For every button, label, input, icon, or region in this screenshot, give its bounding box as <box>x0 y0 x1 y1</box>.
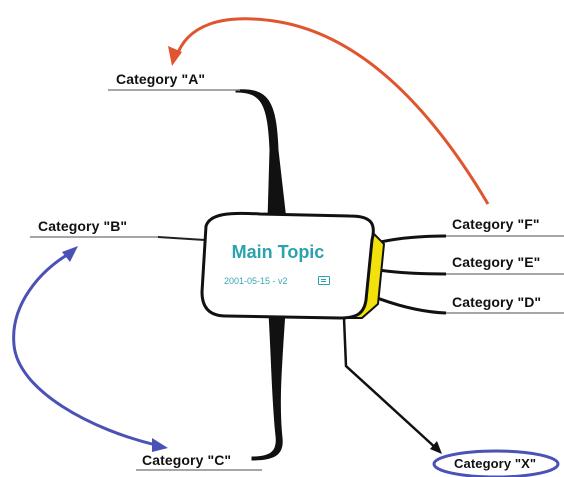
branch-to-category-c <box>251 295 287 461</box>
branch-to-category-x <box>342 317 439 451</box>
blue-arrowhead-top <box>62 246 78 262</box>
main-topic-meta: 2001-05-15 - v2 <box>224 276 288 286</box>
highlight-ellipse-x <box>432 449 560 477</box>
main-topic-box <box>200 211 375 320</box>
red-arrowhead <box>168 46 182 66</box>
blue-arrowhead-bottom <box>152 438 168 452</box>
note-icon[interactable] <box>318 276 330 285</box>
category-f-label[interactable]: Category "F" <box>452 216 540 232</box>
main-topic-title[interactable]: Main Topic <box>231 242 325 262</box>
connector-category-b <box>157 236 206 241</box>
branch-to-category-e <box>377 268 447 276</box>
category-x-label[interactable]: Category "X" <box>454 456 537 471</box>
category-b-label[interactable]: Category "B" <box>38 218 128 234</box>
branch-to-category-a <box>235 89 287 221</box>
category-c-label[interactable]: Category "C" <box>142 452 232 468</box>
branch-to-category-d <box>371 294 447 315</box>
relationship-arrow-blue <box>12 250 161 448</box>
category-d-label[interactable]: Category "D" <box>452 294 542 310</box>
category-e-label[interactable]: Category "E" <box>452 254 541 270</box>
category-a-label[interactable]: Category "A" <box>116 71 206 87</box>
arrowhead-to-x <box>430 441 442 454</box>
relationship-arrow-red <box>174 17 490 205</box>
